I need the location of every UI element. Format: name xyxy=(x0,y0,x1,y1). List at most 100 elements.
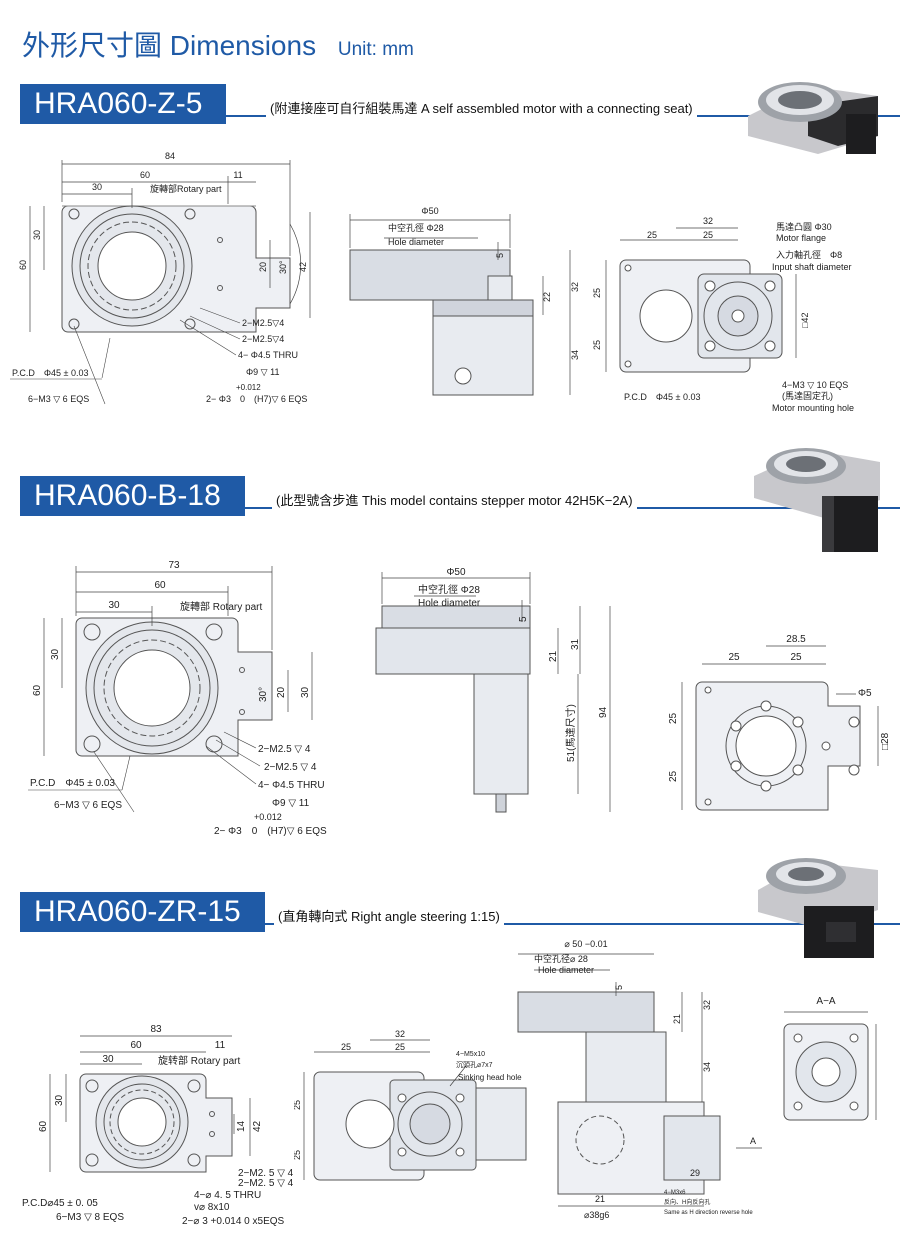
dim-r25c: 25 xyxy=(668,712,679,724)
model-note: (附連接座可自行組裝馬達 A self assembled motor with… xyxy=(266,98,697,117)
note-rev: Same as H direction reverse hole xyxy=(664,1210,753,1216)
hole-label-cn: 中空孔徑 Φ28 xyxy=(388,222,444,233)
dim-32: 32 xyxy=(570,282,580,292)
dim-v30: 30 xyxy=(50,648,61,660)
product-photo-zr15 xyxy=(758,858,878,958)
drawing-b18-flange: 73 60 30 旋轉部 Rotary part 30 60 30° 20 30… xyxy=(28,560,327,837)
dim-r285: 28.5 xyxy=(786,634,806,645)
section-aa-title: A−A xyxy=(816,996,836,1007)
drawing-zr15-flange: 83 60 11 30 旋转部 Rotary part 30 60 14 42 … xyxy=(22,1024,294,1227)
note-sink: Sinking head hole xyxy=(458,1073,522,1082)
hole-label-cn: 中空孔徑 Φ28 xyxy=(418,583,480,596)
input-shaft-cn: 入力軸孔徑 Φ8 xyxy=(776,249,842,260)
dim-94: 94 xyxy=(598,706,609,718)
dim-21: 21 xyxy=(548,650,559,662)
note-counterbore: Φ9 ▽ 11 xyxy=(246,367,279,377)
dim-ang30: 30° xyxy=(258,687,269,702)
page-title-en: Dimensions xyxy=(169,30,317,61)
note-m3: 6−M3 ▽ 8 EQS xyxy=(56,1212,124,1223)
motor-hole-en: Motor mounting hole xyxy=(772,403,854,413)
dim-5: 5 xyxy=(518,616,529,622)
dim-v60: 60 xyxy=(32,684,43,696)
motor-hole-spec: 4−M3 ▽ 10 EQS xyxy=(782,380,848,390)
dim-11: 11 xyxy=(233,170,242,180)
dim-29: 29 xyxy=(690,1168,700,1178)
dim-m25b: 25 xyxy=(395,1042,405,1052)
dim-5: 5 xyxy=(495,253,505,258)
dim-30: 30 xyxy=(108,600,120,611)
section-header-zr15: HRA060-ZR-15 (直角轉向式 Right angle steering… xyxy=(20,892,900,932)
dim-r25d: 25 xyxy=(668,770,679,782)
dim-mv25a: 25 xyxy=(294,1100,302,1110)
drawing-z5-side: Φ50 中空孔徑 Φ28 Hole diameter 5 22 32 34 xyxy=(349,206,580,396)
dim-mv25b: 25 xyxy=(294,1150,302,1160)
dim-phi5: Φ5 xyxy=(858,688,872,699)
drawing-zr15-side: ⌀ 50 −0.01 中空孔径⌀ 28 Hole diameter 5 21 3… xyxy=(517,939,762,1220)
dim-60: 60 xyxy=(140,170,150,180)
motor-hole-cn: (馬達固定孔) xyxy=(782,390,833,401)
note-m25b: 2−M2.5 ▽ 4 xyxy=(264,762,317,773)
dim-phi50: ⌀ 50 −0.01 xyxy=(564,939,607,949)
note-m4b: 4−M3x6 xyxy=(664,1190,686,1196)
section-header-z5: HRA060-Z-5 (附連接座可自行組裝馬達 A self assembled… xyxy=(20,84,900,124)
motor-flange-en: Motor flange xyxy=(776,233,826,243)
note-m3: 6−M3 ▽ 6 EQS xyxy=(54,800,122,811)
note-rev-cn: 反向、H向反向孔 xyxy=(664,1198,710,1206)
dim-v42: 42 xyxy=(252,1120,263,1132)
note-m25a: 2−M2.5 ▽ 4 xyxy=(258,744,311,755)
drawing-z5-flange: 84 60 30 11 旋轉部Rotary part 30 60 20 30° … xyxy=(10,151,311,405)
dim-r25b: 25 xyxy=(703,230,713,240)
rotary-label: 旋转部 Rotary part xyxy=(158,1054,240,1067)
note-thru: 4− Φ4.5 THRU xyxy=(238,350,298,360)
model-badge: HRA060-ZR-15 xyxy=(20,892,265,932)
page-title: 外形尺寸圖 Dimensions Unit: mm xyxy=(22,24,414,64)
page-title-cn: 外形尺寸圖 xyxy=(22,30,163,61)
hole-label-en: Hole diameter xyxy=(538,965,594,975)
dim-22: 22 xyxy=(542,292,552,302)
dim-phi50: Φ50 xyxy=(446,567,466,578)
unit-label: Unit: mm xyxy=(337,39,414,60)
note-m4: 4−M5x10 xyxy=(456,1051,485,1058)
dim-r25a: 25 xyxy=(728,652,740,663)
dim-5: 5 xyxy=(614,985,624,990)
dim-m25a: 25 xyxy=(341,1042,351,1052)
dim-ang30: 30° xyxy=(278,260,288,274)
dim-v20: 20 xyxy=(258,262,268,272)
dim-v42: 42 xyxy=(298,262,308,272)
note-m25b: 2−M2.5▽4 xyxy=(242,334,284,344)
dim-51-motor: 51(馬達尺寸) xyxy=(564,704,577,762)
dim-v60: 60 xyxy=(18,260,28,270)
dim-83: 83 xyxy=(150,1024,162,1035)
dim-30: 30 xyxy=(92,182,102,192)
rotary-label: 旋轉部 Rotary part xyxy=(180,600,262,613)
motor-flange-cn: 馬達凸圓 Φ30 xyxy=(776,221,832,232)
dim-21b: 21 xyxy=(595,1194,605,1204)
note-pin: 2− Φ3 0 (H7)▽ 6 EQS xyxy=(206,394,307,404)
note-m25b: 2−M2. 5 ▽ 4 xyxy=(238,1178,294,1189)
drawing-b18-motor: 28.5 25 25 Φ5 □28 25 25 xyxy=(668,634,891,811)
dim-r25d: 25 xyxy=(592,340,602,350)
drawing-z5-motor: 32 25 25 馬達凸圓 Φ30 Motor flange 入力軸孔徑 Φ8 … xyxy=(592,216,854,413)
rotary-label: 旋轉部Rotary part xyxy=(150,183,222,194)
note-pin: 2− Φ3 0 (H7)▽ 6 EQS xyxy=(214,826,327,837)
dim-73: 73 xyxy=(168,560,180,571)
note-thru: 4−⌀ 4. 5 THRU xyxy=(194,1190,261,1201)
model-badge: HRA060-Z-5 xyxy=(20,84,227,124)
drawing-b18-side: Φ50 中空孔徑 Φ28 Hole diameter 5 21 31 51(馬達… xyxy=(375,567,611,813)
dim-32: 32 xyxy=(702,1000,712,1010)
dim-21: 21 xyxy=(672,1014,682,1024)
dim-84: 84 xyxy=(165,151,175,161)
dim-phi50: Φ50 xyxy=(421,206,438,216)
dim-60: 60 xyxy=(130,1040,142,1051)
hole-label-en: Hole diameter xyxy=(418,598,481,609)
section-arrow-label: A xyxy=(750,1136,756,1146)
note-m25a: 2−M2. 5 ▽ 4 xyxy=(238,1168,294,1179)
dim-v20: 20 xyxy=(276,686,287,698)
dim-sq28: □28 xyxy=(880,732,891,750)
dim-60: 60 xyxy=(154,580,166,591)
note-pcd: P.C.D Φ45 ± 0.03 xyxy=(12,368,89,378)
dim-r32: 32 xyxy=(703,216,713,226)
dim-11: 11 xyxy=(215,1040,226,1051)
note-pin: 2−⌀ 3 +0.014 0 x5EQS xyxy=(182,1216,285,1227)
model-badge: HRA060-B-18 xyxy=(20,476,245,516)
